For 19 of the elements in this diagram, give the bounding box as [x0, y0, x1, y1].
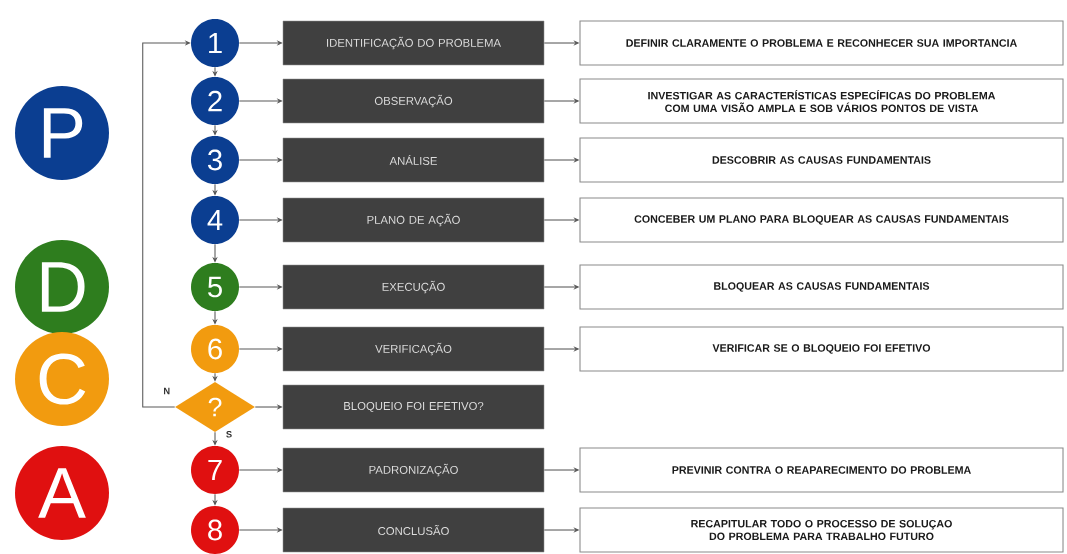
step-box: IDENTIFICAÇÃO DO PROBLEMA: [282, 20, 545, 66]
step-box: BLOQUEIO FOI EFETIVO?: [282, 384, 545, 430]
description-box: RECAPITULAR TODO O PROCESSO DE SOLUÇAO DO PROBLEMA PARA TRABALHO FUTURO: [579, 507, 1064, 553]
step-box: CONCLUSÃO: [282, 507, 545, 553]
step-box: ANÁLISE: [282, 137, 545, 183]
step-box: VERIFICAÇÃO: [282, 326, 545, 372]
step-box: EXECUÇÃO: [282, 264, 545, 310]
description-box: CONCEBER UM PLANO PARA BLOQUEAR AS CAUSAS FUNDAMENTAIS: [579, 197, 1064, 243]
description-box: DEFINIR CLARAMENTE O PROBLEMA E RECONHECER SUA IMPORTANCIA: [579, 20, 1064, 66]
step-box: PADRONIZAÇÃO: [282, 447, 545, 493]
description-box: PREVINIR CONTRA O REAPARECIMENTO DO PROBLEMA: [579, 447, 1064, 493]
edge-label: N: [162, 386, 172, 396]
description-box: VERIFICAR SE O BLOQUEIO FOI EFETIVO: [579, 326, 1064, 372]
description-box: DESCOBRIR AS CAUSAS FUNDAMENTAIS: [579, 137, 1064, 183]
description-box: BLOQUEAR AS CAUSAS FUNDAMENTAIS: [579, 264, 1064, 310]
edge-label: S: [224, 429, 234, 439]
step-box: OBSERVAÇÃO: [282, 78, 545, 124]
step-box: PLANO DE AÇÃO: [282, 197, 545, 243]
description-box: INVESTIGAR AS CARACTERÍSTICAS ESPECÍFICAS DO PROBLEMA COM UMA VISÃO AMPLA E SOB VÁRIOS PONTOS DE VISTA: [579, 78, 1064, 124]
